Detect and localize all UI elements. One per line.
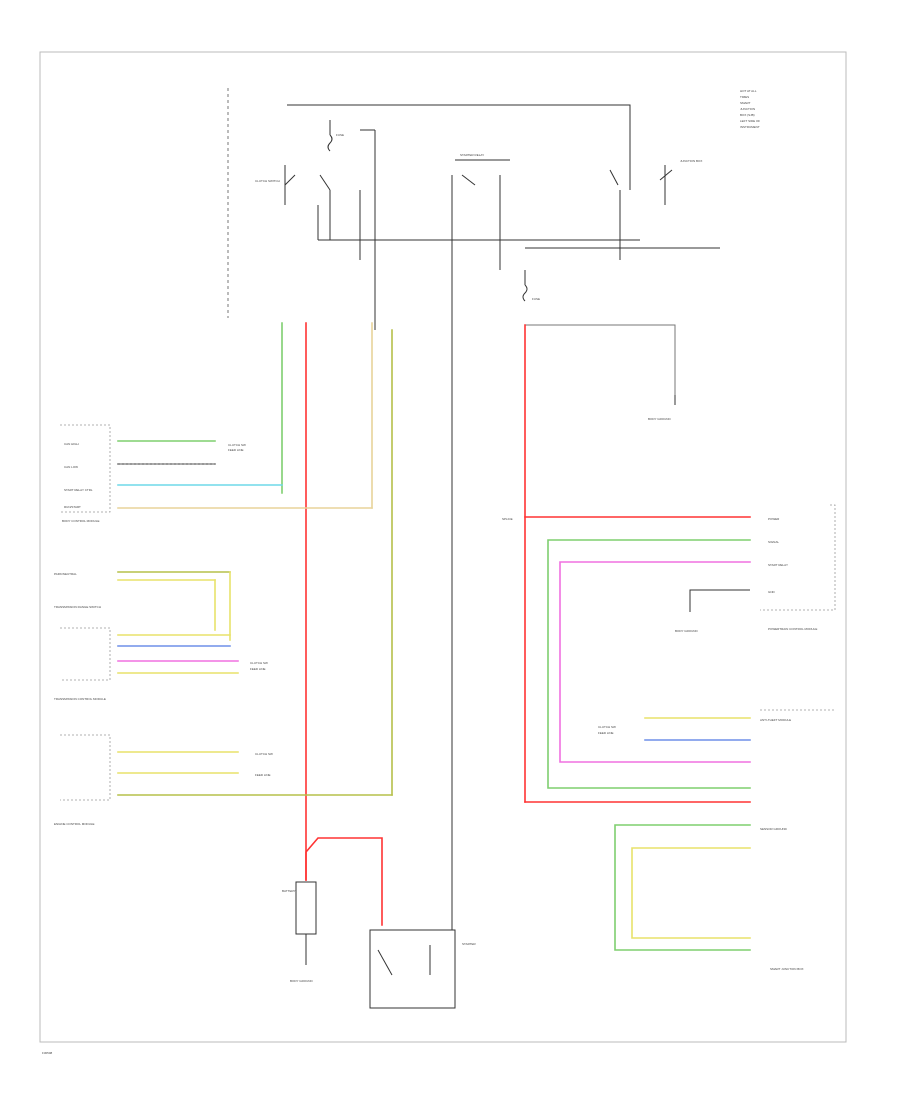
pin-signal: SIGNAL: [768, 540, 779, 544]
svg-text:CLUTCH SW: CLUTCH SW: [598, 725, 616, 729]
ground-mid-label: BODY GROUND: [648, 417, 671, 421]
svg-text:FEED LINE: FEED LINE: [255, 773, 271, 777]
battery: BATTERY BODY GROUND: [282, 837, 383, 983]
fuse-top-label: FUSE: [336, 133, 344, 137]
ground-right-label: BODY GROUND: [675, 629, 698, 633]
pin-run-start: RUN/START: [64, 505, 81, 509]
powertrain-control-module: SPLICE POWER SIGNAL START RELAY GND BODY…: [502, 504, 836, 789]
splice-label: SPLICE: [502, 517, 513, 521]
battery-label: BATTERY: [282, 889, 296, 893]
clutch-switch-label: CLUTCH SWITCH: [255, 179, 280, 183]
transmission-control-label: TRANSMISSION CONTROL MODULE: [54, 697, 106, 701]
fuse-mid: FUSE BODY GROUND: [522, 270, 676, 421]
diagram-id: F30508: [42, 1051, 53, 1055]
svg-text:CLUTCH SW: CLUTCH SW: [255, 752, 273, 756]
svg-text:CLUTCH SW: CLUTCH SW: [250, 661, 268, 665]
smart-junction-label: SMART JUNCTION BOX: [770, 967, 804, 971]
pin-park-neutral: PARK/NEUTRAL: [54, 572, 77, 576]
smart-junction-box: SENSOR GROUND SMART JUNCTION BOX: [614, 824, 804, 971]
pin-start-relay-2: START RELAY: [768, 563, 788, 567]
transmission-control-module: CLUTCH SW FEED LINE TRANSMISSION CONTROL…: [54, 627, 268, 701]
transmission-switch-label: TRANSMISSION RANGE SWITCH: [54, 605, 101, 609]
top-bus: [227, 88, 720, 318]
pin-power: POWER: [768, 517, 780, 521]
starter-label: STARTER: [462, 942, 477, 946]
pin-can-high: CAN HIGH: [64, 442, 79, 446]
ground-left-label: BODY GROUND: [290, 979, 313, 983]
diagram-frame: [39, 51, 847, 1043]
svg-text:BOX (SJB): BOX (SJB): [740, 113, 755, 117]
starter: STARTER: [369, 929, 477, 1009]
fuse-mid-label: FUSE: [532, 297, 540, 301]
top-right-note: HOT AT ALL TIMES SMART JUNCTION BOX (SJB…: [740, 89, 760, 129]
pin-sensor-ground: SENSOR GROUND: [760, 827, 788, 831]
engine-control-label: ENGINE CONTROL MODULE: [54, 822, 95, 826]
pin-can-low: CAN LOW: [64, 465, 78, 469]
engine-control-module: CLUTCH SW FEED LINE ENGINE CONTROL MODUL…: [54, 734, 393, 826]
transmission-range-switch: PARK/NEUTRAL TRANSMISSION RANGE SWITCH: [54, 571, 231, 641]
body-control-module: CAN HIGH CAN LOW START RELAY CTRL RUN/ST…: [60, 424, 373, 523]
svg-text:JUNCTION: JUNCTION: [740, 107, 755, 111]
body-control-label: BODY CONTROL MODULE: [62, 519, 100, 523]
svg-text:CLUTCH SW: CLUTCH SW: [228, 443, 246, 447]
svg-text:TIMES: TIMES: [740, 95, 749, 99]
powertrain-control-label: POWERTRAIN CONTROL MODULE: [768, 627, 817, 631]
pin-ground: GND: [768, 590, 776, 594]
starter-relay: STARTER RELAY: [319, 153, 510, 330]
theft-module-label: ANTI-THEFT MODULE: [760, 718, 791, 722]
svg-text:SMART: SMART: [740, 101, 751, 105]
pin-start-relay: START RELAY CTRL: [64, 488, 93, 492]
svg-text:INSTRUMENT: INSTRUMENT: [740, 125, 760, 129]
relay-switch-right: JUNCTION BOX: [609, 159, 702, 260]
starter-relay-label: STARTER RELAY: [460, 153, 484, 157]
svg-text:FEED LINE: FEED LINE: [228, 448, 244, 452]
anti-theft-module: CLUTCH SW FEED LINE ANTI-THEFT MODULE: [524, 709, 835, 803]
fuse-top: FUSE: [327, 120, 376, 330]
junction-box-label: JUNCTION BOX: [680, 159, 702, 163]
svg-text:FEED LINE: FEED LINE: [250, 667, 266, 671]
svg-text:LEFT SIDE OF: LEFT SIDE OF: [740, 119, 760, 123]
svg-text:HOT AT ALL: HOT AT ALL: [740, 89, 757, 93]
svg-text:FEED LINE: FEED LINE: [598, 731, 614, 735]
clutch-switch: CLUTCH SWITCH: [255, 165, 296, 205]
